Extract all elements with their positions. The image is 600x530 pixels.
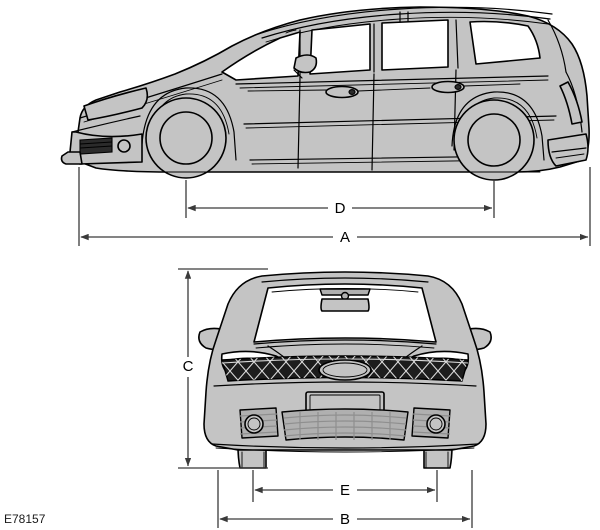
side-windscreen — [221, 31, 301, 81]
front-lip — [60, 151, 83, 165]
side-view-group — [60, 6, 590, 181]
rear-door-handle — [431, 80, 465, 94]
dimension-C-label: C — [183, 358, 194, 375]
dimension-D: D — [185, 180, 495, 218]
front-view-dimensions: C E B — [176, 268, 473, 528]
side-fog-lamp-grille — [79, 137, 113, 155]
front-view-bonnet-edge — [253, 339, 437, 345]
dimension-E: E — [252, 470, 438, 502]
front-view-bumper-top — [213, 381, 477, 387]
interior-rear-view-mirror — [319, 288, 371, 312]
front-oval-badge — [318, 359, 372, 381]
rear-wheel-assembly — [451, 91, 545, 181]
c-pillar — [455, 19, 459, 69]
front-view-bumper-bottom — [211, 443, 479, 449]
dimension-B-label: B — [340, 511, 350, 528]
side-front-door-window — [309, 23, 371, 75]
front-wheel-assembly — [141, 87, 237, 179]
front-wheel-rim — [159, 111, 213, 165]
dimension-B: B — [217, 470, 473, 528]
side-rear-quarter-window — [469, 20, 541, 65]
side-fog-lamp — [117, 139, 131, 153]
roof-rails — [257, 6, 553, 43]
side-headlamp — [83, 87, 149, 121]
figure-id-label: E78157 — [4, 512, 46, 526]
dimension-D-label: D — [335, 200, 346, 217]
front-view-right-fog-lamp — [411, 407, 451, 439]
d-pillar — [547, 19, 567, 73]
upper-mesh-grille — [221, 355, 469, 382]
dimension-A: A — [78, 167, 591, 246]
rear-lamp — [559, 81, 583, 125]
side-view-dimensions: D A — [78, 167, 591, 246]
side-mirror — [293, 54, 318, 74]
dimension-A-label: A — [340, 229, 350, 246]
dimension-C: C — [176, 268, 268, 469]
front-view-windscreen — [253, 283, 437, 343]
front-view-left-fog-lamp — [239, 407, 279, 439]
side-rear-door-window — [381, 19, 449, 71]
side-beltline — [235, 75, 549, 85]
front-view-group — [198, 271, 492, 469]
front-door-handle — [325, 85, 359, 99]
front-view-roof-line — [261, 277, 429, 283]
rear-wheel-rim — [467, 113, 521, 167]
dimension-E-label: E — [340, 482, 350, 499]
lower-slatted-grille — [281, 408, 409, 441]
